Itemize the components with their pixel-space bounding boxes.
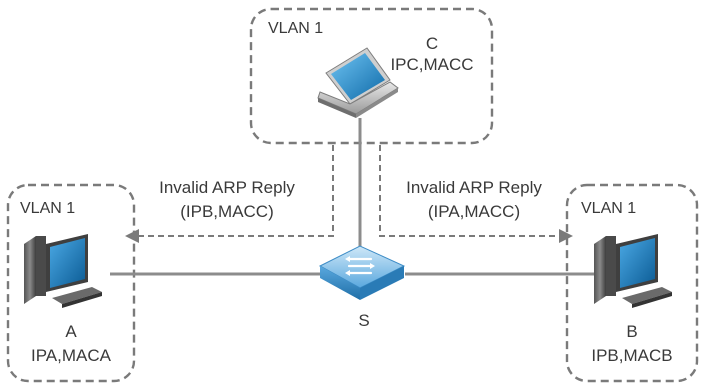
switch-label: S [358,311,369,330]
desktop-pc-icon-b [594,234,672,308]
vlan-label-top: VLAN 1 [268,20,323,37]
vlan-label-right: VLAN 1 [581,200,636,217]
vlan-box-left [6,183,136,383]
arrow-reply-to-b [379,145,573,243]
reply-left-payload: (IPB,MACC) [180,202,274,221]
desktop-pc-icon-a [24,234,102,308]
host-b-address: IPB,MACB [591,346,672,365]
host-c-name: C [426,34,438,53]
vlan-box-top [249,7,494,145]
reply-left-title: Invalid ARP Reply [159,178,295,197]
arrow-reply-to-a [125,145,334,243]
switch-icon [318,245,406,300]
vlan-label-left: VLAN 1 [20,200,75,217]
host-a-address: IPA,MACA [31,346,112,365]
laptop-icon [317,47,399,118]
reply-right-payload: (IPA,MACC) [428,202,520,221]
host-a-name: A [65,322,77,341]
vlan-box-right [565,183,699,383]
host-c-address: IPC,MACC [390,55,473,74]
reply-right-title: Invalid ARP Reply [406,178,542,197]
host-b-name: B [626,322,637,341]
